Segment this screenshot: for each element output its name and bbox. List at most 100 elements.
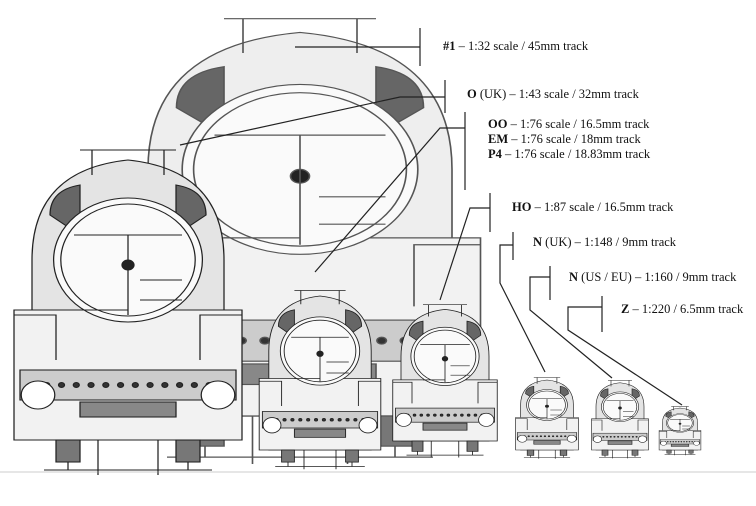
rivet (691, 441, 693, 443)
buffer-beam (659, 439, 701, 445)
rivet (631, 435, 634, 438)
rivet (161, 381, 169, 389)
buffer (592, 435, 603, 443)
rivet (666, 441, 669, 443)
buffer-beam (395, 407, 495, 423)
rivet (669, 441, 672, 443)
scale-details: – 1:76 scale / 18.83mm track (501, 147, 651, 161)
coupling (607, 440, 633, 445)
scale-details: – 1:220 / 6.5mm track (629, 302, 744, 316)
cylinder (559, 449, 568, 456)
rivet (321, 417, 326, 422)
rivet (535, 435, 538, 438)
scale-code: Z (621, 302, 630, 316)
rivet (606, 435, 609, 438)
coupling (533, 440, 561, 445)
scale-details: (UK) – 1:148 / 9mm track (542, 235, 677, 249)
scale-code: P4 (488, 147, 502, 161)
buffer (200, 380, 236, 410)
buffer (395, 412, 412, 427)
locomotive-n-us-eu-scale (591, 380, 649, 459)
rivet (337, 417, 342, 422)
leader-n-us-eu-scale (529, 266, 613, 379)
label-p4-scale: P4 – 1:76 scale / 18.83mm track (488, 147, 650, 161)
door-straps (214, 134, 386, 245)
leader-o-scale (179, 80, 446, 146)
label-z-scale: Z – 1:220 / 6.5mm track (621, 302, 743, 316)
rivet (426, 413, 430, 417)
scale-code: O (467, 87, 477, 101)
rivet (624, 435, 627, 438)
leader-gauge-1 (295, 28, 421, 66)
scale-details: – 1:76 scale / 16.5mm track (507, 117, 650, 131)
scale-code: OO (488, 117, 508, 131)
smokebox-door (528, 390, 566, 420)
rivet (560, 435, 563, 438)
cylinder (55, 439, 81, 463)
cylinder (666, 449, 672, 454)
buffer (693, 440, 700, 446)
rivet (683, 441, 685, 443)
smoke-deflectors (525, 385, 569, 400)
buffer-beam (516, 432, 578, 441)
scale-details: – 1:76 scale / 18mm track (508, 132, 641, 146)
frames (14, 314, 243, 360)
rivet (628, 435, 631, 438)
buffer (637, 435, 648, 443)
chimney (423, 304, 468, 317)
door-straps (291, 336, 349, 382)
rivet (146, 381, 154, 389)
rivet (677, 441, 680, 443)
scale-details: (UK) – 1:43 scale / 32mm track (476, 87, 639, 101)
rivet (376, 336, 388, 345)
leader-oo-scale (314, 112, 466, 273)
cylinder (411, 440, 424, 452)
smoke-deflectors (277, 309, 363, 339)
cylinder (526, 449, 535, 456)
scale-code: N (533, 235, 543, 249)
rivet (306, 417, 311, 422)
rivet (313, 417, 319, 422)
rivet (531, 435, 534, 438)
rivet (329, 417, 334, 422)
locomotive-o-scale (13, 149, 243, 475)
frames (392, 381, 498, 404)
scale-details: (US / EU) – 1:160 / 9mm track (578, 270, 737, 284)
buffer (478, 412, 495, 427)
cylinder (345, 449, 359, 463)
smokebox-door (413, 329, 477, 384)
door-straps (670, 419, 690, 432)
rivet (353, 417, 358, 422)
buffer (517, 434, 528, 443)
buffer-beam (261, 411, 379, 429)
rivet (116, 381, 125, 389)
smokebox-door (602, 393, 638, 421)
buffer (262, 417, 282, 434)
frames (515, 418, 579, 430)
rivet (466, 413, 471, 417)
locomotive-oo-scale (258, 290, 382, 470)
rivet (446, 413, 451, 417)
rivet (547, 435, 551, 438)
cylinder (688, 449, 694, 454)
rivet (433, 413, 437, 417)
label-n-uk-scale: N (UK) – 1:148 / 9mm track (533, 235, 676, 249)
coupling (79, 401, 177, 418)
label-oo-scale: OO – 1:76 scale / 16.5mm track (488, 117, 649, 131)
rivet (87, 381, 95, 389)
scale-code: EM (488, 132, 509, 146)
rivet (345, 417, 350, 422)
rivet (131, 381, 139, 389)
rivet (635, 435, 638, 438)
scale-code: HO (512, 200, 532, 214)
leader-z-scale (567, 296, 683, 406)
scale-code: N (569, 270, 579, 284)
scale-code: #1 (443, 39, 456, 53)
rivet (555, 435, 559, 438)
coupling (422, 422, 468, 431)
frames (259, 380, 381, 407)
label-em-scale: EM – 1:76 scale / 18mm track (488, 132, 641, 146)
buffer-beam (19, 369, 237, 401)
